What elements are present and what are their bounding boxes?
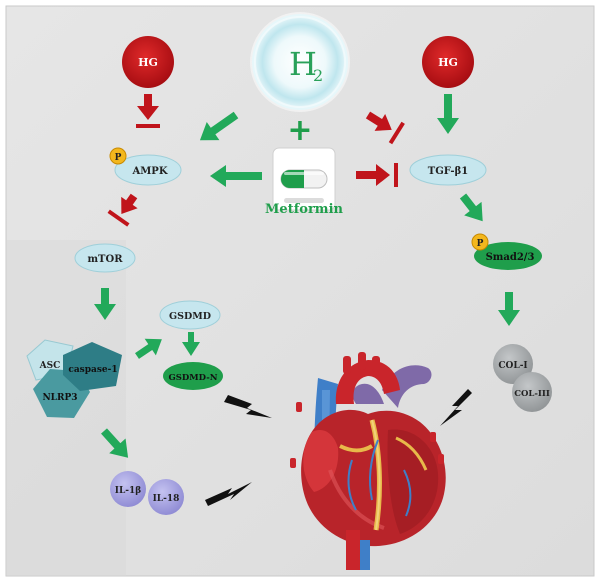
ampk-phospho-label: P bbox=[115, 153, 122, 163]
inhibition-arrows bbox=[107, 94, 405, 227]
smad-label: Smad2/3 bbox=[486, 252, 535, 263]
capsule-icon bbox=[272, 147, 336, 211]
plus-sign: + bbox=[287, 113, 312, 148]
mtor-node: mTOR bbox=[74, 243, 136, 273]
h2-label: H bbox=[289, 45, 317, 83]
nlrp3-label: NLRP3 bbox=[42, 393, 77, 403]
activation-arrow bbox=[182, 332, 200, 356]
tgf-label: TGF-β1 bbox=[428, 166, 468, 177]
inflammasome-complex: ASC caspase-1 NLRP3 bbox=[26, 339, 122, 418]
hg-left-label: HG bbox=[138, 56, 158, 69]
inhibition-arrow bbox=[107, 193, 138, 227]
lightning-bolts bbox=[205, 389, 472, 506]
col3-node: COL-III bbox=[512, 372, 552, 412]
lightning-bolt-icon bbox=[205, 482, 252, 506]
activation-arrow bbox=[210, 165, 262, 187]
activation-arrow bbox=[101, 428, 129, 458]
phospho-badge bbox=[109, 147, 127, 165]
tgf-node: TGF-β1 bbox=[409, 154, 487, 186]
gsdmd-n-label: GSDMD-N bbox=[168, 373, 217, 383]
h2-subscript: 2 bbox=[313, 66, 323, 85]
col1-label: COL-I bbox=[498, 361, 527, 371]
col1-node: COL-I bbox=[493, 344, 533, 384]
inhibition-arrow bbox=[365, 111, 405, 145]
caspase-shape bbox=[63, 342, 122, 391]
gsdmd-label: GSDMD bbox=[169, 311, 211, 322]
il1b-label: IL-1β bbox=[115, 486, 142, 496]
gsdmd-n-node: GSDMD-N bbox=[163, 362, 223, 390]
smad-phospho-label: P bbox=[477, 239, 484, 249]
activation-arrow bbox=[459, 193, 483, 222]
caspase-label: caspase-1 bbox=[68, 365, 117, 375]
smad-node: Smad2/3 P bbox=[471, 233, 542, 270]
phospho-badge bbox=[471, 233, 489, 251]
asc-label: ASC bbox=[39, 361, 61, 371]
activation-arrow bbox=[437, 94, 459, 134]
gsdmd-node: GSDMD bbox=[159, 300, 221, 330]
lightning-bolt-icon bbox=[224, 395, 272, 418]
activation-arrow bbox=[199, 111, 239, 141]
metformin-label: Metformin bbox=[265, 202, 343, 217]
col3-label: COL-III bbox=[514, 389, 550, 399]
il1b-node: IL-1β bbox=[110, 471, 146, 507]
activation-arrow bbox=[498, 292, 520, 326]
hg-right-label: HG bbox=[438, 56, 458, 69]
ampk-label: AMPK bbox=[131, 166, 167, 177]
lightning-bolt-icon bbox=[440, 389, 472, 426]
activation-arrows bbox=[94, 94, 520, 458]
mtor-label: mTOR bbox=[87, 254, 123, 265]
hg-left-node: HG bbox=[122, 36, 174, 88]
activation-arrow bbox=[135, 338, 162, 359]
il18-node: IL-18 bbox=[148, 479, 184, 515]
ampk-node: AMPK P bbox=[109, 147, 182, 186]
inhibition-arrow bbox=[356, 163, 398, 187]
activation-arrow bbox=[94, 288, 116, 320]
h2-bubble-icon: H 2 bbox=[250, 12, 350, 112]
inhibition-arrow bbox=[136, 94, 160, 128]
hg-right-node: HG bbox=[422, 36, 474, 88]
il18-label: IL-18 bbox=[153, 494, 180, 504]
heart-icon bbox=[290, 352, 446, 570]
